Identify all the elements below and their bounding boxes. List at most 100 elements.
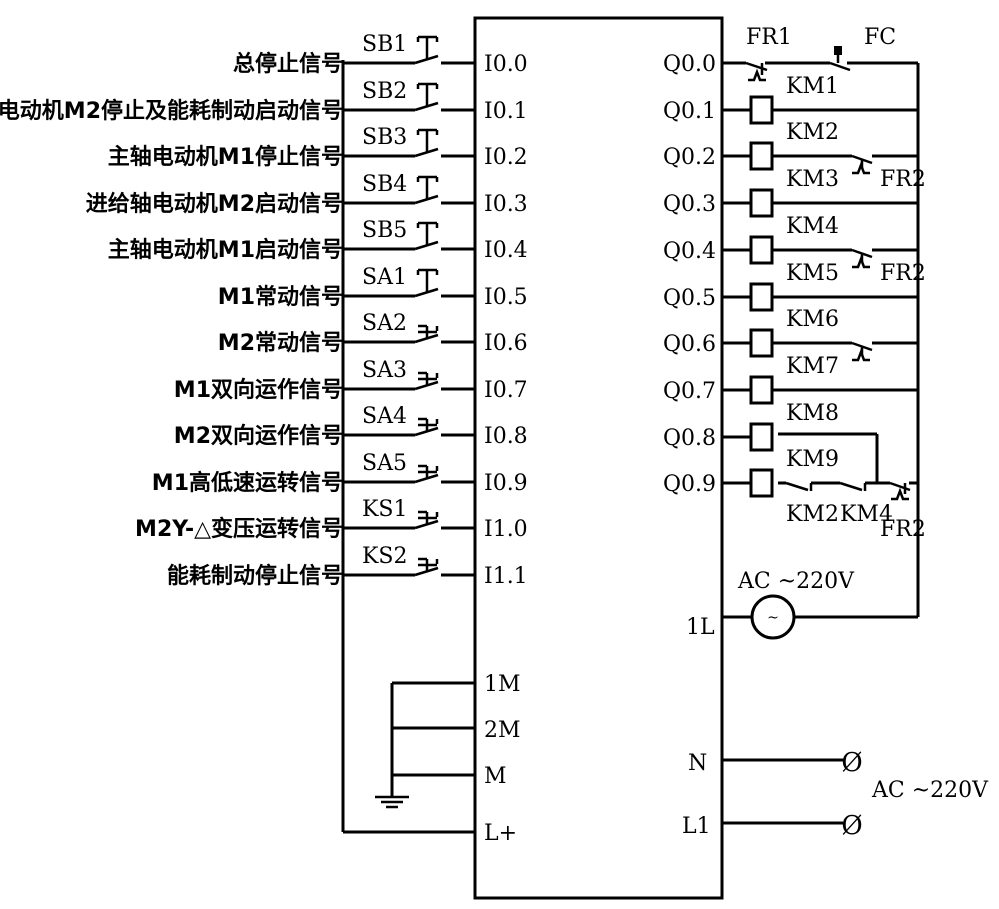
output-row: Q0.9 KM9: [663, 447, 839, 498]
selector-switch-icon: [414, 417, 439, 437]
output-terminal-label: Q0.9: [663, 472, 716, 497]
fr1-thermal-contact-icon: [745, 61, 768, 82]
output-terminal-label: Q0.6: [663, 332, 716, 357]
terminal-l1: L1: [682, 814, 711, 839]
pushbutton-switch-icon: [414, 175, 439, 205]
input-rows: 总停止信号SB1I0.0进给轴电动机M2停止及能耗制动启动信号SB2I0.1主轴…: [0, 32, 528, 589]
output-terminal-label: Q0.2: [663, 145, 716, 170]
input-signal-label: M2Y-△变压运转信号: [135, 516, 343, 542]
input-device-label: KS2: [362, 544, 408, 569]
coil-label: KM8: [786, 401, 839, 426]
supply-circuit: [722, 594, 918, 640]
input-device-label: SA2: [362, 311, 407, 336]
terminal-1m: 1M: [484, 672, 521, 697]
input-terminal-label: I0.8: [484, 424, 528, 449]
fc-float-switch-icon: [829, 46, 851, 72]
relay-coil-icon: [749, 468, 774, 498]
pushbutton-switch-icon: [414, 128, 439, 158]
input-terminal-label: I0.6: [484, 331, 528, 356]
input-terminal-label: I0.1: [484, 99, 528, 124]
input-signal-label: 总停止信号: [233, 51, 343, 77]
input-signal-label: 主轴电动机M1停止信号: [108, 144, 343, 170]
input-device-label: SA4: [362, 404, 407, 429]
km2-contact-label: KM2: [786, 502, 839, 527]
coil-label: KM3: [786, 167, 839, 192]
pushbutton-switch-icon: [414, 268, 439, 298]
coil-label: KM7: [786, 354, 839, 379]
output-terminal-label: Q0.4: [663, 239, 716, 264]
relay-coil-icon: [749, 375, 774, 405]
supply-source-label: AC ~220V: [737, 569, 855, 594]
thermal-label: FR2: [880, 167, 926, 192]
output-rows: Q0.0Q0.1KM1Q0.2KM2FR2Q0.3KM3Q0.4KM4FR2Q0…: [663, 52, 926, 498]
power-label: AC ~220V: [871, 778, 989, 803]
selector-switch-icon: [414, 510, 439, 530]
input-terminal-label: I0.3: [484, 192, 528, 217]
fr2-contact-label: FR2: [880, 517, 926, 542]
pushbutton-switch-icon: [414, 221, 439, 251]
input-device-label: SA3: [362, 358, 407, 383]
thermal-overload-contact-icon: [851, 154, 873, 175]
n-terminal-icon: Ø: [841, 748, 862, 778]
input-row: 进给轴电动机M2停止及能耗制动启动信号SB2I0.1: [0, 79, 528, 124]
input-terminal-label: I0.5: [484, 285, 528, 310]
selector-switch-icon: [414, 464, 439, 484]
fr1-label: FR1: [746, 25, 792, 50]
output-row: Q0.7 KM7: [663, 354, 918, 405]
fr2-thermal-contact-icon: [889, 481, 911, 501]
ground-icon: [375, 795, 409, 809]
output-terminal-label: Q0.5: [663, 286, 716, 311]
pushbutton-switch-icon: [414, 82, 439, 112]
relay-coil-icon: [749, 95, 774, 125]
fc-label: FC: [864, 25, 896, 50]
input-signal-label: 进给轴电动机M2启动信号: [86, 191, 343, 217]
input-device-label: SB1: [362, 32, 407, 57]
input-terminal-label: I1.1: [484, 564, 528, 589]
input-device-label: SB4: [362, 172, 407, 197]
input-device-label: SA5: [362, 451, 407, 476]
output-terminal-label: Q0.0: [663, 52, 716, 77]
relay-coil-icon: [749, 235, 774, 265]
selector-switch-icon: [414, 557, 439, 577]
selector-switch-icon: [414, 324, 439, 344]
input-terminal-label: I0.9: [484, 471, 528, 496]
coil-label: KM9: [786, 447, 839, 472]
input-terminal-label: I0.0: [484, 52, 528, 77]
input-device-label: SB2: [362, 79, 407, 104]
plc-module-box: [473, 16, 724, 900]
output-row: Q0.0: [663, 52, 716, 77]
relay-coil-icon: [749, 422, 774, 452]
input-signal-label: 能耗制动停止信号: [167, 563, 343, 589]
output-terminal-label: Q0.7: [663, 379, 716, 404]
selector-switch-icon: [414, 371, 439, 391]
terminal-m: M: [484, 764, 507, 789]
coil-label: KM4: [786, 214, 839, 239]
relay-coil-icon: [749, 188, 774, 218]
input-signal-label: M2双向运作信号: [174, 423, 343, 449]
output-terminal-label: Q0.1: [663, 99, 716, 124]
km4-nc-contact-icon: [839, 481, 867, 492]
q09-interlock: [778, 432, 918, 501]
thermal-overload-contact-icon: [851, 248, 873, 269]
terminal-1l: 1L: [686, 615, 715, 640]
coil-label: KM5: [786, 261, 839, 286]
l1-terminal-icon: Ø: [841, 811, 862, 841]
input-device-label: SB3: [362, 125, 407, 150]
km2-nc-contact-icon: [785, 481, 813, 492]
pushbutton-switch-icon: [414, 35, 439, 65]
terminal-n: N: [688, 751, 707, 776]
